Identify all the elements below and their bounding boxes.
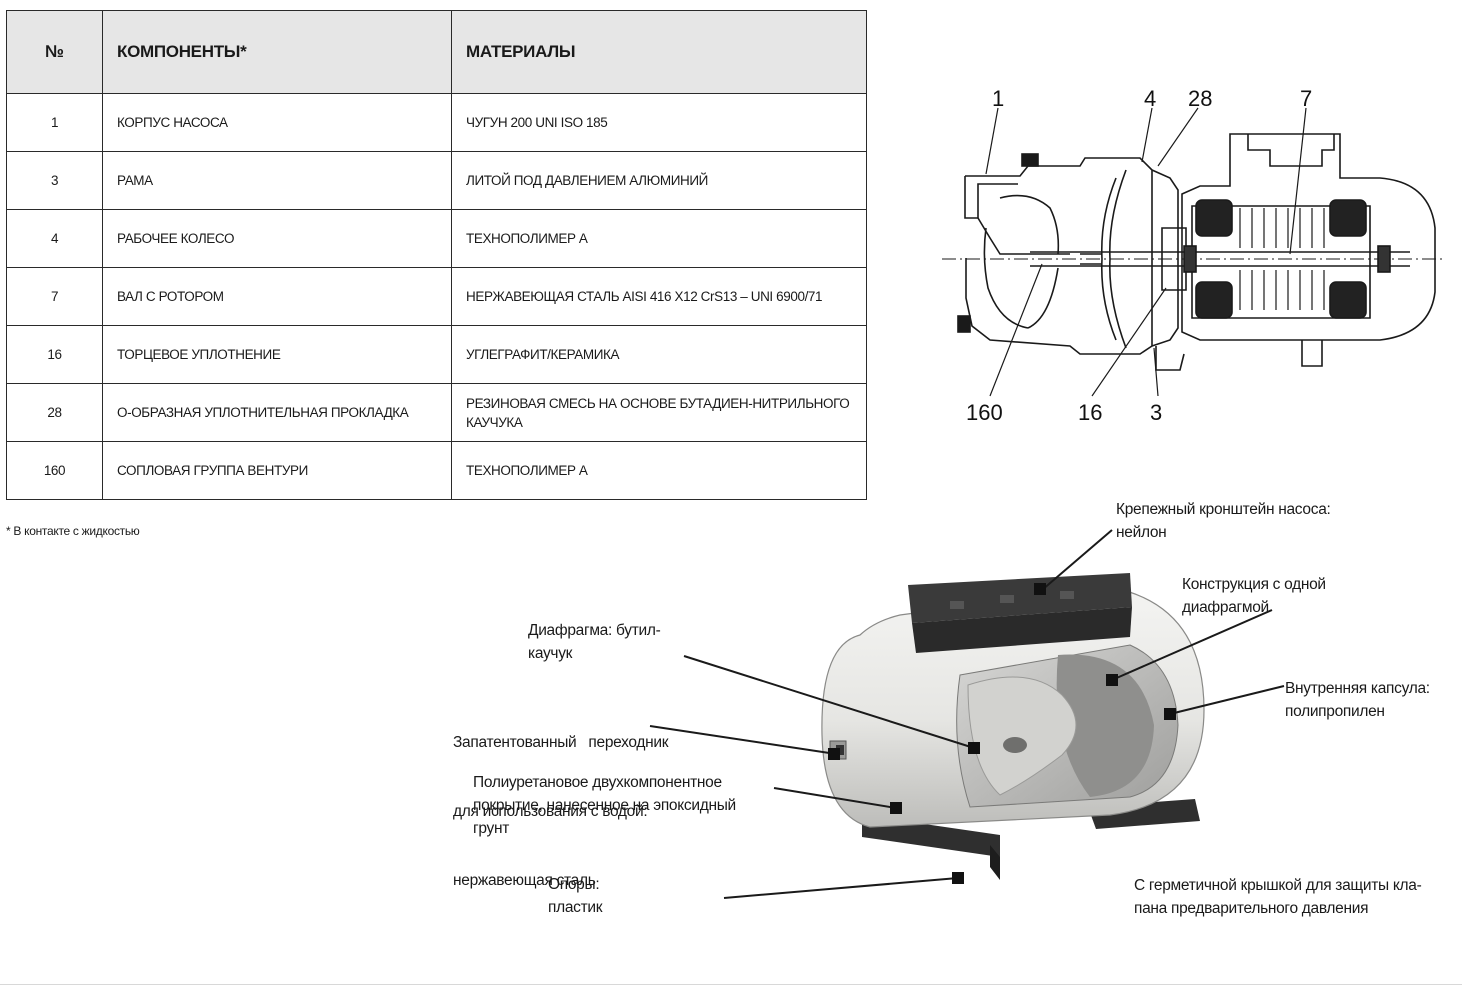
- row-number: 4: [6, 209, 103, 268]
- callout-line: для использования с водой:: [453, 803, 648, 820]
- callout-adapter: Запатентованный переходник для использов…: [453, 685, 669, 915]
- row-component: КОРПУС НАСОСА: [102, 93, 452, 152]
- table-row: 16 ТОРЦЕВОЕ УПЛОТНЕНИЕ УГЛЕГРАФИТ/КЕРАМИ…: [6, 325, 867, 384]
- pump-cross-section-drawing: 1 4 28 7 160 16 3: [942, 86, 1442, 425]
- header-components: КОМПОНЕНТЫ*: [102, 10, 452, 94]
- table-row: 4 РАБОЧЕЕ КОЛЕСО ТЕХНОПОЛИМЕР А: [6, 209, 867, 268]
- callout-inner-capsule: Внутренняя капсула: полипропилен: [1285, 677, 1430, 723]
- row-material: ЛИТОЙ ПОД ДАВЛЕНИЕМ АЛЮМИНИЙ: [451, 151, 867, 210]
- row-material: ТЕХНОПОЛИМЕР А: [451, 209, 867, 268]
- table-footnote: * В контакте с жидкостью: [6, 524, 140, 538]
- row-number: 16: [6, 325, 103, 384]
- page-bottom-divider: [0, 984, 1462, 985]
- row-material: ТЕХНОПОЛИМЕР А: [451, 441, 867, 500]
- row-number: 160: [6, 441, 103, 500]
- callout-line: Крепежный кронштейн насоса:: [1116, 501, 1331, 518]
- row-material: ЧУГУН 200 UNI ISO 185: [451, 93, 867, 152]
- callout-line: Внутренняя капсула:: [1285, 680, 1430, 697]
- row-material: УГЛЕГРАФИТ/КЕРАМИКА: [451, 325, 867, 384]
- callout-pump-bracket: Крепежный кронштейн насоса: нейлон: [1116, 498, 1331, 544]
- pressure-tank-cutaway-drawing: [821, 573, 1205, 880]
- row-number: 3: [6, 151, 103, 210]
- pump-label-4: 4: [1144, 86, 1156, 111]
- callout-line: нержавеющая сталь: [453, 872, 596, 889]
- row-component: СОПЛОВАЯ ГРУППА ВЕНТУРИ: [102, 441, 452, 500]
- pump-label-16: 16: [1078, 400, 1102, 425]
- pump-label-28: 28: [1188, 86, 1212, 111]
- row-component: ТОРЦЕВОЕ УПЛОТНЕНИЕ: [102, 325, 452, 384]
- pump-label-160: 160: [966, 400, 1003, 425]
- row-material: РЕЗИНОВАЯ СМЕСЬ НА ОСНОВЕ БУТАДИЕН-НИТРИ…: [451, 383, 867, 442]
- row-component: РАМА: [102, 151, 452, 210]
- header-materials: МАТЕРИАЛЫ: [451, 10, 867, 94]
- table-row: 3 РАМА ЛИТОЙ ПОД ДАВЛЕНИЕМ АЛЮМИНИЙ: [6, 151, 867, 210]
- callout-line: пластик: [548, 899, 603, 916]
- callout-line: Полиуретановое двухкомпонентное: [473, 774, 722, 791]
- callout-line: нейлон: [1116, 524, 1167, 541]
- callout-line: пана предварительного давления: [1134, 900, 1369, 917]
- row-component: О-ОБРАЗНАЯ УПЛОТНИТЕЛЬНАЯ ПРОКЛАДКА: [102, 383, 452, 442]
- row-component: ВАЛ С РОТОРОМ: [102, 267, 452, 326]
- callout-line: диафрагмой: [1182, 599, 1269, 616]
- pump-label-3: 3: [1150, 400, 1162, 425]
- callout-line: Опоры:: [548, 876, 600, 893]
- header-number: №: [6, 10, 103, 94]
- row-number: 7: [6, 267, 103, 326]
- row-number: 1: [6, 93, 103, 152]
- callout-coating: Полиуретановое двухкомпонентное покрытие…: [473, 771, 736, 840]
- row-material: НЕРЖАВЕЮЩАЯ СТАЛЬ AISI 416 X12 CrS13 – U…: [451, 267, 867, 326]
- callout-diaphragm: Диафрагма: бутил- каучук: [528, 619, 661, 665]
- callout-line: Запатентованный переходник: [453, 734, 669, 751]
- pump-label-7: 7: [1300, 86, 1312, 111]
- table-row: 160 СОПЛОВАЯ ГРУППА ВЕНТУРИ ТЕХНОПОЛИМЕР…: [6, 441, 867, 500]
- callout-line: грунт: [473, 820, 510, 837]
- table-row: 28 О-ОБРАЗНАЯ УПЛОТНИТЕЛЬНАЯ ПРОКЛАДКА Р…: [6, 383, 867, 442]
- callout-line: С герметичной крышкой для защиты кла-: [1134, 877, 1422, 894]
- callout-single-diaphragm: Конструкция с одной диафрагмой: [1182, 573, 1326, 619]
- callout-line: Диафрагма: бутил-: [528, 622, 661, 639]
- callout-line: покрытие, нанесенное на эпоксидный: [473, 797, 736, 814]
- callout-line: каучук: [528, 645, 573, 662]
- table-header-row: № КОМПОНЕНТЫ* МАТЕРИАЛЫ: [6, 10, 867, 94]
- row-component: РАБОЧЕЕ КОЛЕСО: [102, 209, 452, 268]
- callout-line: Конструкция с одной: [1182, 576, 1326, 593]
- row-number: 28: [6, 383, 103, 442]
- table-row: 1 КОРПУС НАСОСА ЧУГУН 200 UNI ISO 185: [6, 93, 867, 152]
- callout-sealed-cap: С герметичной крышкой для защиты кла- па…: [1134, 874, 1422, 920]
- callout-supports: Опоры: пластик: [548, 873, 603, 919]
- components-materials-table: № КОМПОНЕНТЫ* МАТЕРИАЛЫ 1 КОРПУС НАСОСА …: [6, 10, 867, 500]
- pump-label-1: 1: [992, 86, 1004, 111]
- callout-line: полипропилен: [1285, 703, 1385, 720]
- table-row: 7 ВАЛ С РОТОРОМ НЕРЖАВЕЮЩАЯ СТАЛЬ AISI 4…: [6, 267, 867, 326]
